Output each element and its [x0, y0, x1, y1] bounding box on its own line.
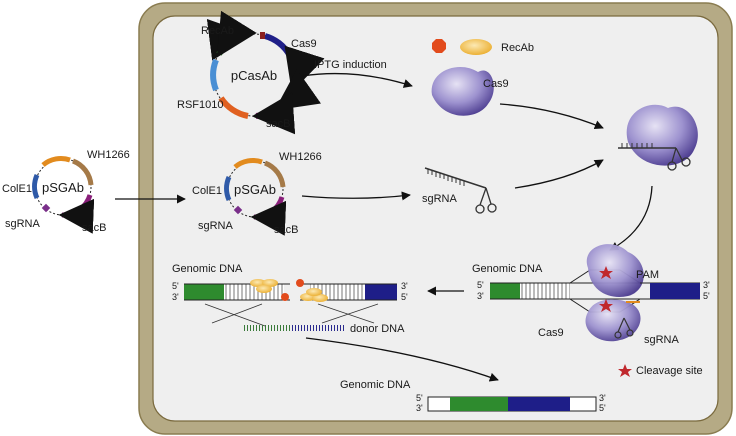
label-cole1: ColE1 — [2, 183, 32, 195]
cleavage-star-top — [599, 266, 613, 279]
genomic-dna-label: Genomic DNA — [472, 263, 543, 275]
cas9-sgrna-complex — [618, 104, 698, 171]
induction-label: IPTG induction — [314, 59, 387, 71]
sgrna-label: sgRNA — [422, 193, 458, 205]
sgrna-label: sgRNA — [644, 334, 680, 346]
donor-dna-green — [242, 325, 292, 331]
label-cole1: ColE1 — [192, 185, 222, 197]
label-sgrna: sgRNA — [198, 220, 234, 232]
recab-proteins: RecAb — [432, 39, 534, 55]
target-dna-cleavage: Genomic DNA 5' 3' PAM 3' 5' Cas9 sgRNA — [472, 244, 710, 346]
legend-cleavage-label: Cleavage site — [636, 365, 703, 377]
three-prime-label: 3' — [416, 403, 423, 413]
edited-genomic-dna: Genomic DNA 5' 3' 3' 5' — [340, 379, 606, 413]
arrow-sgrna-to-complex — [514, 159, 604, 189]
label-wh1266: WH1266 — [87, 149, 130, 161]
cas9-label: Cas9 — [483, 78, 509, 90]
pam-label: PAM — [636, 269, 659, 281]
recab-label: RecAb — [501, 42, 534, 54]
plasmid-name: pCasAb — [231, 68, 277, 83]
label-sacb: sacB — [266, 118, 290, 130]
label-recab: RecAb — [201, 25, 234, 37]
recab-red-octagon — [432, 39, 446, 53]
plasmid-name: pSGAb — [234, 182, 276, 197]
genomic-dna-label: Genomic DNA — [172, 263, 243, 275]
induction-arrow — [301, 72, 413, 88]
label-rsf1010: RSF1010 — [177, 99, 223, 111]
label-wh1266: WH1266 — [279, 151, 322, 163]
three-prime-label: 3' — [172, 292, 179, 302]
arrow-repair-to-edited — [305, 337, 499, 382]
five-prime-label: 5' — [416, 393, 423, 403]
arrow-cas9-to-complex — [499, 103, 604, 130]
cas9-protein: Cas9 — [431, 66, 509, 116]
plasmid-name: pSGAb — [42, 180, 84, 195]
three-prime-label: 3' — [477, 291, 484, 301]
arrow-complex-to-target — [609, 185, 653, 251]
legend: Cleavage site — [618, 364, 703, 377]
plasmid-psgab-inside: pSGAb WH1266 ColE1 sgRNA sacB — [192, 151, 322, 236]
recab-orange-protein — [460, 39, 492, 55]
recombination-repair: Genomic DNA 5' 3' 3' 5' donor DNA — [172, 263, 408, 335]
arrow-plasmid-to-sgrna — [301, 191, 411, 201]
five-prime-label: 5' — [401, 292, 408, 302]
plasmid-psgab-outside: pSGAb WH1266 ColE1 sgRNA sacB — [2, 149, 130, 234]
three-prime-label: 3' — [703, 280, 710, 290]
plasmid-pcasab: pCasAb RecAb Cas9 RSF1010 sacB — [177, 10, 325, 135]
label-sacb: sacB — [82, 222, 106, 234]
legend-star-icon — [618, 364, 632, 377]
donor-dna-label: donor DNA — [350, 323, 405, 335]
genomic-dna-label: Genomic DNA — [340, 379, 411, 391]
three-prime-label: 3' — [599, 393, 606, 403]
five-prime-label: 5' — [172, 281, 179, 291]
five-prime-label: 5' — [599, 403, 606, 413]
label-sacb: sacB — [274, 224, 298, 236]
cas9-label: Cas9 — [538, 327, 564, 339]
five-prime-label: 5' — [477, 280, 484, 290]
five-prime-label: 5' — [703, 291, 710, 301]
label-cas9: Cas9 — [291, 38, 317, 50]
donor-dna-blue — [292, 325, 346, 331]
three-prime-label: 3' — [401, 281, 408, 291]
cleavage-star-bottom — [599, 299, 613, 312]
sgrna-molecule: sgRNA — [422, 167, 497, 214]
label-sgrna: sgRNA — [5, 218, 41, 230]
